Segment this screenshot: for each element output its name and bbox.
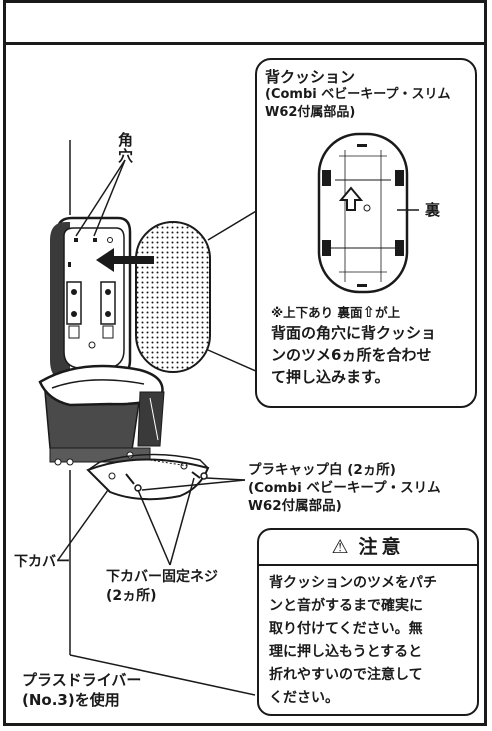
warning-triangle-icon: ⚠ bbox=[331, 536, 353, 558]
caution-text: 背クッションのツメをパチ ンと音がするまで確実に 取り付けてください。無 理に押… bbox=[269, 575, 437, 706]
seat-base bbox=[38, 364, 165, 466]
inset-title: 背クッション bbox=[265, 68, 356, 86]
lower-cover bbox=[86, 453, 210, 501]
seat-back-panel bbox=[50, 216, 132, 382]
up-arrow-icon bbox=[338, 186, 364, 211]
inset-instructions: 背面の角穴に背クッショ ンのツメ6ヵ所を合わせ て押し込みます。 bbox=[271, 324, 437, 386]
plastic-cap-label: プラキャップ白 (2ヵ所) (Combi ベビーキープ・スリム W62付属部品) bbox=[248, 462, 441, 514]
caution-heading: ⚠注意 bbox=[259, 530, 477, 566]
top-divider bbox=[3, 42, 487, 45]
lower-cover-screw-label: 下カバー固定ネジ (2ヵ所) bbox=[106, 569, 218, 604]
up-arrow-icon: ⇧ bbox=[362, 303, 376, 321]
cushion-detail-inset: 背クッション (Combi ベビーキープ・スリム W62付属部品) 裏 ※上下あ… bbox=[255, 58, 477, 408]
inset-orientation-note: ※上下あり 裏面⇧が上 bbox=[271, 303, 401, 321]
screwdriver-label: プラスドライバー (No.3)を使用 bbox=[22, 671, 142, 709]
caution-box: ⚠注意 背クッションのツメをパチ ンと音がするまで確実に 取り付けてください。無… bbox=[257, 528, 479, 716]
square-hole-label: 角 穴 bbox=[118, 131, 134, 165]
back-side-label: 裏 bbox=[425, 201, 441, 219]
left-arrow-icon bbox=[96, 248, 154, 272]
lower-cover-label: 下カバー bbox=[14, 554, 70, 570]
inset-subtitle: (Combi ベビーキープ・スリム W62付属部品) bbox=[265, 87, 451, 120]
back-cushion bbox=[135, 221, 211, 373]
page-frame bbox=[3, 0, 487, 726]
cushion-back-diagram bbox=[317, 132, 419, 294]
screw-icon bbox=[191, 471, 208, 480]
